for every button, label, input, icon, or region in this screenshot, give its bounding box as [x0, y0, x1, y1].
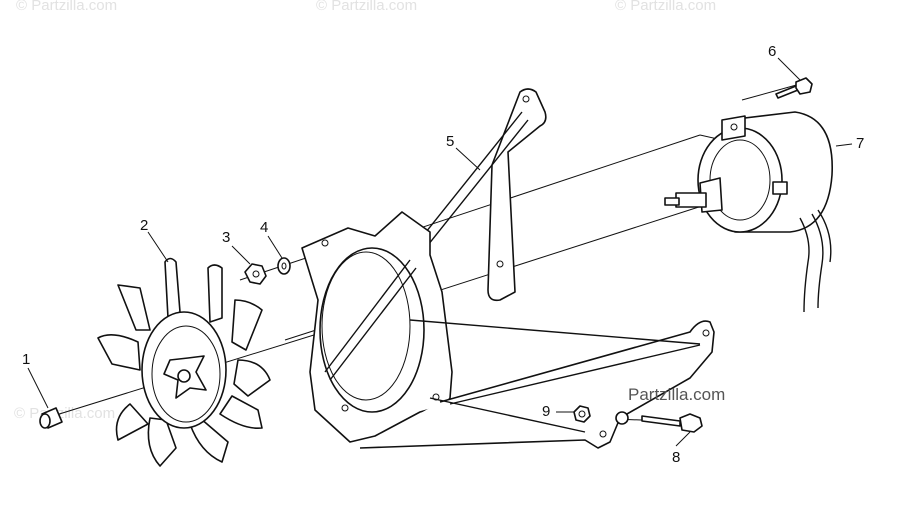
- callout-2: 2: [140, 217, 148, 234]
- part-3-nut: [244, 263, 267, 285]
- brand-text: Partzilla.com: [628, 385, 725, 404]
- partzilla-brand-mark: Partzilla.com: [628, 385, 725, 404]
- watermark-layer: © Partzilla.com © Partzilla.com © Partzi…: [14, 0, 716, 422]
- callout-6: 6: [768, 43, 776, 60]
- part-8-bolt: [641, 413, 703, 433]
- watermark-mid-left: © Partzilla.com: [14, 405, 115, 422]
- callout-7: 7: [856, 135, 864, 152]
- watermark-top-right: © Partzilla.com: [615, 0, 716, 14]
- callout-numbers: 1 2 3 4 5 6 7 8 9: [22, 43, 864, 466]
- part-4-washer: [277, 257, 291, 275]
- callout-3: 3: [222, 229, 230, 246]
- callout-8: 8: [672, 449, 680, 466]
- lower-bracket: [359, 319, 715, 449]
- callout-5: 5: [446, 133, 454, 150]
- part-6-screw: [775, 77, 813, 99]
- part-2-fan-blade: [97, 257, 271, 467]
- watermark-top-left: © Partzilla.com: [16, 0, 117, 14]
- watermark-top-center: © Partzilla.com: [316, 0, 417, 14]
- callout-1: 1: [22, 351, 30, 368]
- fan-shroud: [301, 211, 453, 443]
- part-9-nut: [573, 405, 629, 425]
- part-7-fan-motor: [664, 111, 833, 313]
- callout-9: 9: [542, 403, 550, 420]
- leader-lines: [27, 57, 853, 447]
- callout-4: 4: [260, 219, 268, 236]
- part-1-cap-nut: [39, 407, 63, 429]
